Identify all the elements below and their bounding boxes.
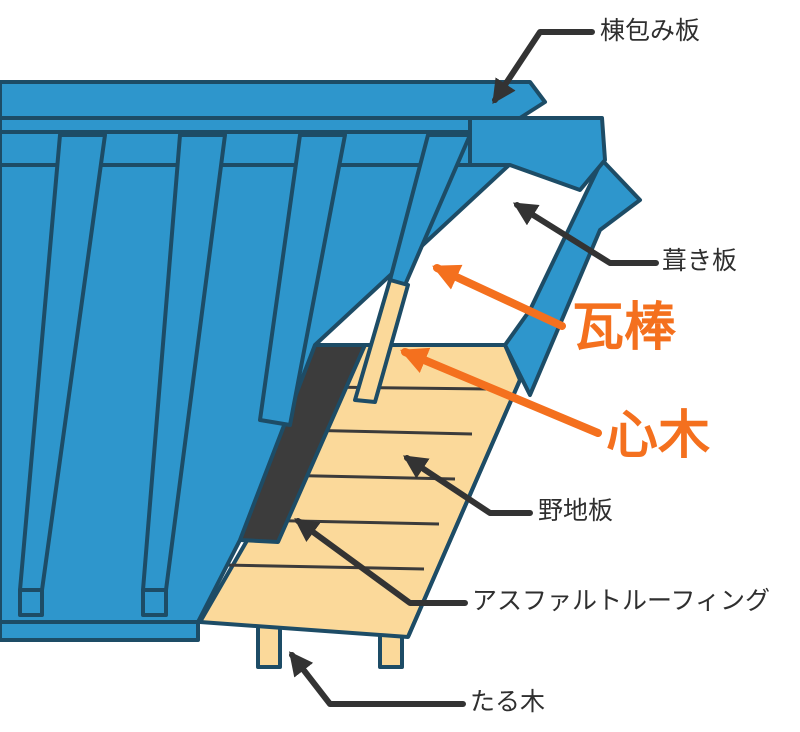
label-ridge-cover: 棟包み板	[600, 16, 701, 45]
leader-batten	[432, 264, 566, 330]
label-rafter: たる木	[470, 687, 546, 716]
label-core-wood: 心木	[606, 406, 711, 466]
label-batten: 瓦棒	[572, 298, 677, 358]
leader-ridge-cover	[492, 29, 595, 105]
core-wood	[353, 278, 410, 404]
label-asphalt-roofing: アスファルトルーフィング	[472, 586, 771, 615]
label-sheathing: 野地板	[538, 496, 614, 525]
label-roofing-sheet: 葺き板	[662, 246, 738, 275]
eave-strip	[0, 620, 200, 642]
batten-end-caps	[18, 588, 168, 617]
leader-sheathing	[402, 455, 533, 516]
ridge-cover	[0, 80, 607, 192]
leader-core-wood	[399, 347, 602, 437]
leader-roofing-sheet	[512, 202, 659, 266]
leader-asphalt-roofing	[294, 518, 468, 606]
leader-rafter	[289, 651, 466, 707]
roof-fascia	[503, 158, 642, 397]
